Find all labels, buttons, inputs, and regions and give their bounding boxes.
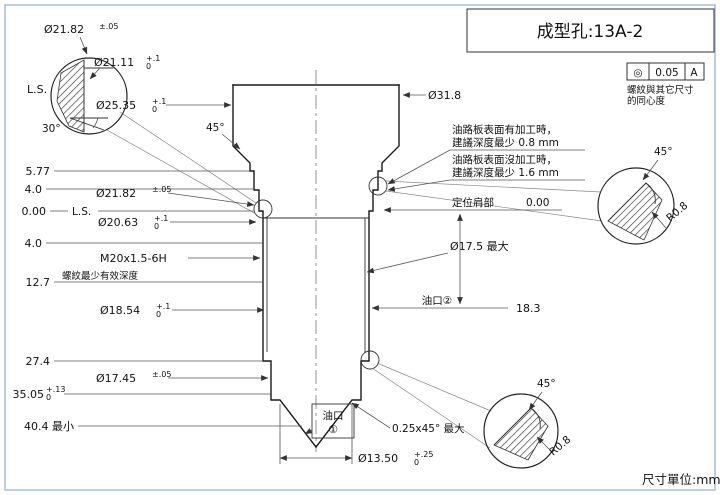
tolerance-datum: A (690, 67, 698, 79)
chamfer-max-note: 0.25x45° 最大 (392, 422, 465, 435)
dim-d13-50-tolbot: 0 (414, 458, 419, 467)
drawing-title: 成型孔:13A-2 (537, 22, 644, 42)
title-block: 成型孔:13A-2 (466, 8, 715, 53)
dim-angle-45-top: 45° (206, 122, 225, 134)
dim-d25-35-tolbot: 0 (152, 105, 157, 114)
bottom-annotations: 油口 ① 0.25x45° 最大 Ø13.50 +.25 0 (279, 402, 465, 467)
detail-circle-mid (597, 167, 675, 245)
tolerance-frame: ◎ 0.05 A 螺紋與其它尺寸 的同心度 (626, 62, 705, 107)
dim-d18-54: Ø18.54 (100, 304, 140, 317)
dim-d21-11: Ø21.11 (94, 56, 134, 69)
dim-depth-35-05-tolbot: 0 (46, 393, 51, 402)
detail-view-bottom: 45° R0.8 (483, 378, 573, 469)
balloon-mid (368, 176, 388, 196)
dim-d17-5-max: Ø17.5 最大 (450, 239, 509, 253)
dim-d17-45: Ø17.45 (96, 372, 136, 385)
tolerance-note-2: 的同心度 (627, 95, 666, 107)
right-annotations: Ø31.8 油路板表面有加工時， 建議深度最少 0.8 mm 油路板表面沒加工時… (366, 89, 585, 315)
dim-d21-82-top: Ø21.82 (44, 23, 84, 36)
detail-circle-ls (50, 57, 128, 135)
dim-depth-0-00-right: 0.00 (526, 197, 549, 209)
dim-d20-63-tolbot: 0 (154, 222, 159, 231)
note-unmachined-2: 建議深度最少 1.6 mm (452, 166, 559, 179)
dim-d21-82-top-tol: ±.05 (99, 22, 118, 31)
dim-depth-27-4: 27.4 (26, 355, 51, 368)
dim-d21-11-toltop: +.1 (146, 54, 160, 63)
dim-d21-82-mid-tol: ±.05 (152, 185, 171, 194)
unit-label: 尺寸單位:mm (642, 472, 720, 487)
dim-depth-40-4-min: 40.4 最小 (24, 420, 74, 433)
title-box (466, 8, 715, 53)
dim-depth-0-00-left: 0.00 (22, 205, 47, 218)
part-outline (232, 70, 400, 452)
diameter-dimensions: Ø25.35 +.1 0 45° Ø21.82 ±.05 Ø20.63 +.1 … (96, 97, 269, 385)
dim-d31-8: Ø31.8 (428, 89, 461, 102)
detail-circle-bottom (483, 393, 559, 469)
dim-r0-8-mid: R0.8 (664, 200, 690, 225)
detail-view-mid: 45° R0.8 (597, 146, 690, 245)
dim-depth-35-05: 35.05 (13, 388, 45, 401)
dim-d25-35: Ø25.35 (96, 99, 136, 112)
bottom-hatch-section (493, 407, 549, 461)
thread-depth-note: 螺紋最少有效深度 (62, 270, 139, 282)
dim-r0-8-bottom: R0.8 (547, 434, 573, 459)
dim-angle-30: 30° (42, 123, 61, 135)
ls-datum-label: L.S. (72, 206, 91, 218)
dim-d20-63: Ø20.63 (98, 216, 138, 229)
note-machined-2: 建議深度最少 0.8 mm (452, 136, 559, 149)
locating-shoulder-label: 定位肩部 (452, 196, 494, 209)
dim-depth-4-0-above: 4.0 (25, 183, 43, 196)
tolerance-cell-datum (684, 62, 705, 81)
oil-port-1-label: 油口 (323, 409, 344, 422)
dim-d13-50: Ø13.50 (358, 452, 398, 465)
dim-d21-82-mid: Ø21.82 (96, 187, 136, 200)
dim-angle-45-bottom: 45° (537, 378, 556, 390)
dim-depth-35-05-toltop: +.13 (46, 385, 65, 394)
dim-d18-54-toltop: +.1 (156, 302, 170, 311)
balloon-ls (253, 199, 273, 219)
note-machined-1: 油路板表面有加工時， (452, 123, 557, 136)
dim-d25-35-toltop: +.1 (152, 97, 166, 106)
tolerance-note-1: 螺紋與其它尺寸 (627, 84, 694, 96)
depth-dimensions-left: 5.77 4.0 0.00 L.S. 4.0 12.7 螺紋最少有效深度 27.… (13, 165, 302, 433)
dim-d18-54-tolbot: 0 (156, 310, 161, 319)
dim-depth-12-7: 12.7 (26, 276, 51, 289)
dim-dist-18-3: 18.3 (516, 302, 541, 315)
dim-angle-45-mid: 45° (654, 146, 673, 158)
ls-detail-label: L.S. (27, 83, 47, 96)
dim-d21-11-tolbot: 0 (146, 62, 151, 71)
oil-port-1-box (311, 403, 355, 439)
dim-m20-thread: M20x1.5-6H (100, 252, 167, 265)
concentricity-icon: ◎ (633, 67, 642, 79)
detail-balloons (253, 176, 388, 370)
oil-port-2-label: 油口② (422, 294, 452, 307)
dim-depth-4-0-below: 4.0 (25, 237, 43, 250)
detail-connectors (106, 111, 603, 449)
page-border (4, 4, 716, 491)
dim-d17-45-tol: ±.05 (152, 370, 171, 379)
dim-depth-5-77: 5.77 (26, 165, 51, 178)
detail-view-ls: L.S. 30° Ø21.82 ±.05 Ø21.11 +.1 0 (27, 22, 160, 135)
oil-port-1-number: ① (328, 423, 338, 436)
tolerance-value: 0.05 (655, 67, 678, 79)
dim-d20-63-toltop: +.1 (154, 214, 168, 223)
note-unmachined-1: 油路板表面沒加工時， (452, 153, 557, 166)
dim-d13-50-toltop: +.25 (414, 450, 433, 459)
balloon-bottom (360, 350, 380, 370)
